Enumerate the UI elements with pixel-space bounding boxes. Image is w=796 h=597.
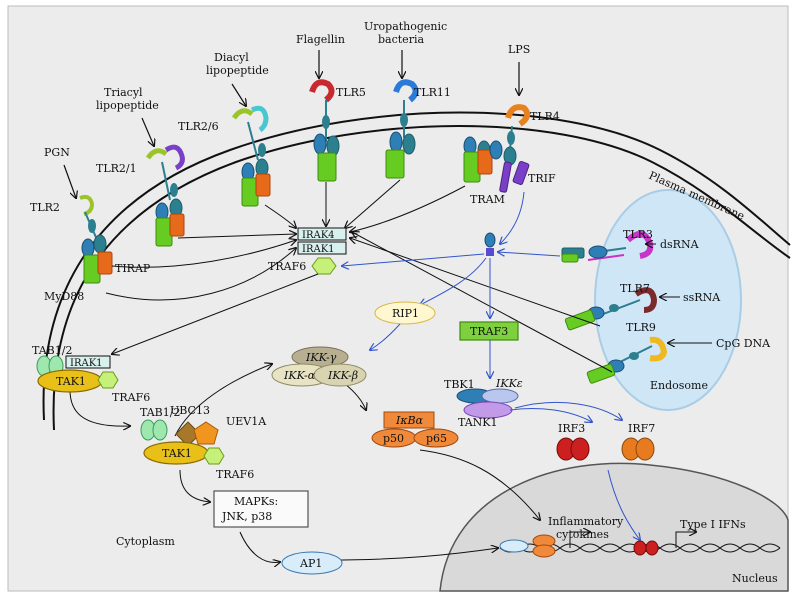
mapks-box [213,490,309,528]
tak1-lower-label: TAK1 [162,447,192,460]
ikba-label: IκBα [395,414,424,427]
ligand-diacyl-label-1: Diacyl [214,51,249,64]
tlr9-label: TLR9 [626,321,656,334]
traf3 [459,321,519,378]
traf6-arrows [69,273,540,563]
tab12-lower-label: TAB1/2 [140,406,180,419]
trif-arrows [342,191,561,318]
rip1 [370,301,436,350]
tak1-upper-label: TAK1 [56,375,86,388]
ligand-flagellin-label: Flagellin [296,33,345,46]
irak4-label: IRAK4 [302,230,335,241]
tlr4-receptor [463,104,531,193]
irf7-label: IRF7 [628,422,655,435]
tak1-complex-lower [140,419,225,465]
ikke-label: IKKε [495,377,523,390]
irak1-upper-label: IRAK1 [70,358,103,369]
ap1-label: AP1 [299,557,322,570]
traf6-lower-label: TRAF6 [216,468,254,481]
irak1-label: IRAK1 [302,244,335,255]
ligand-uropathogenic-label-1: Uropathogenic [364,20,447,33]
ligand-arrows [63,50,519,198]
inflammatory-label-2: cytokines [556,528,609,541]
tlr2-6-receptor [231,105,271,207]
trif-node [484,232,496,256]
ligand-uropathogenic-label-2: bacteria [378,33,424,46]
tlr4-label: TLR4 [530,110,560,123]
tab12-upper-label: TAB1/2 [32,344,72,357]
ligand-lps-label: LPS [508,43,530,56]
dna-bound-factors [499,534,659,558]
ubc13-label: UBC13 [170,404,210,417]
p50-label: p50 [383,432,404,445]
trif-label: TRIF [528,172,556,185]
nucleus [439,462,789,592]
tlr26-label: TLR2/6 [178,120,219,133]
tlr2-label: TLR2 [30,201,60,214]
tlr2-1-receptor [145,144,185,247]
tirap-label: TIRAP [115,262,151,275]
tlr7-receptor [564,287,658,331]
tlr3-receptor [561,231,654,263]
tlr9-receptor [586,336,668,384]
endosome-label: Endosome [650,379,708,392]
tank1-label: TANK1 [458,416,498,429]
transcription-arrows [569,532,696,548]
tlr7-label: TLR7 [620,282,650,295]
tlr21-label: TLR2/1 [96,162,137,175]
p65-label: p65 [426,432,447,445]
ligand-pgn-label: PGN [44,146,70,159]
tlr5-label: TLR5 [336,86,366,99]
irf3 [556,437,590,461]
tram-label: TRAM [470,193,505,206]
irf-to-nucleus-arrow [607,469,640,540]
ligand-triacyl-label-1: Triacyl [104,86,143,99]
mapks-label-1: MAPKs: [234,495,278,508]
ligand-diacyl-label-2: lipopeptide [206,64,269,77]
irf7 [621,437,655,461]
ikk-beta-label: IKK-β [327,369,358,382]
nfkb-complex [371,411,459,448]
inflammatory-label-1: Inflammatory [548,515,624,528]
tbk1-label: TBK1 [444,378,475,391]
uev1a-label: UEV1A [226,415,267,428]
ikk-complex [271,346,367,387]
endosomal-ligand-arrows [646,244,712,343]
rip1-label: RIP1 [392,307,419,320]
nucleus-label: Nucleus [732,572,778,585]
type1-ifns-label: Type I IFNs [680,518,746,531]
receptor-to-irak-arrows [105,179,613,373]
ap1 [281,551,343,575]
traf6-upper-label: TRAF6 [112,391,150,404]
tak1-complex-upper [36,355,119,393]
ligand-ssrna-label: ssRNA [683,291,721,304]
tlr5-receptor [309,79,340,182]
cytoplasm-label: Cytoplasm [116,535,175,548]
irf3-label: IRF3 [558,422,585,435]
tlr2-receptor [79,194,113,284]
ligand-dsrna-label: dsRNA [660,238,700,251]
tlr11-receptor [385,79,419,179]
traf6-label: TRAF6 [268,260,306,273]
ligand-triacyl-label-2: lipopeptide [96,99,159,112]
tlr11-label: TLR11 [414,86,451,99]
ligand-cpg-label: CpG DNA [716,337,771,350]
mapks-label-2: JNK, p38 [221,510,272,523]
tlr3-label: TLR3 [623,228,653,241]
ikk-gamma-label: IKK-γ [305,351,337,364]
traf3-label: TRAF3 [470,325,508,338]
tbk1-complex [456,388,622,422]
ikk-alpha-label: IKK-α [283,369,316,382]
myd88-label: MyD88 [44,290,84,303]
